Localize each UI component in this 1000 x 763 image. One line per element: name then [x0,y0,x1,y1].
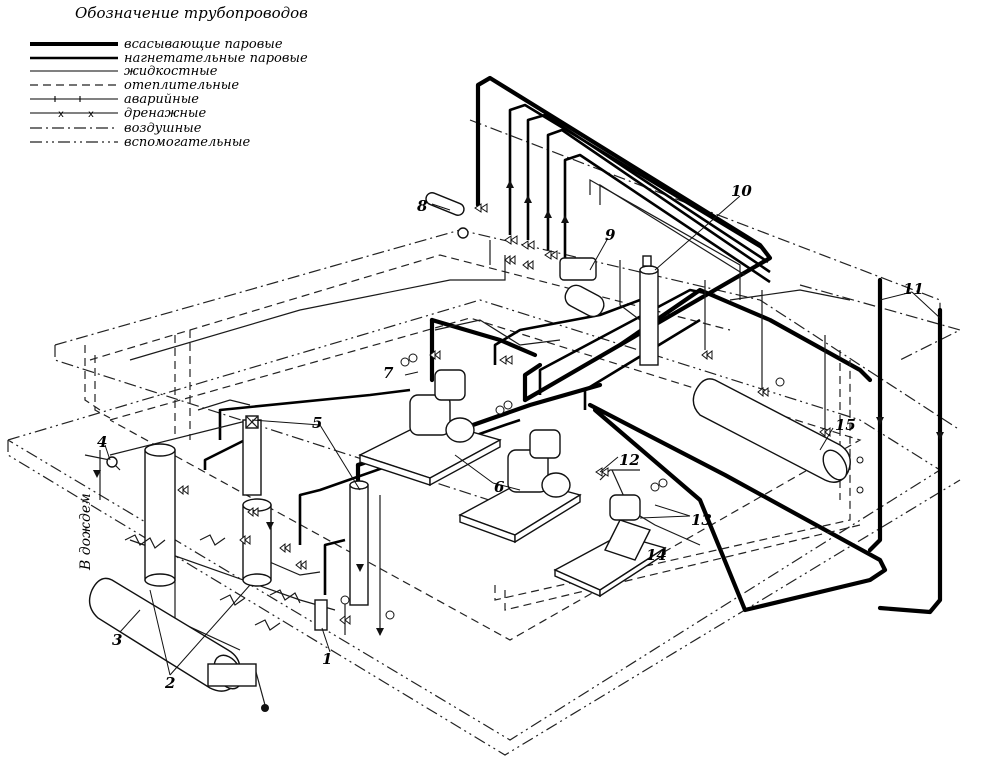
valves [177,203,831,626]
svg-text:x: x [88,109,94,120]
compressor-6b [458,429,582,544]
number-labels: 1 2 3 4 5 6 7 8 9 10 11 12 13 14 15 [97,182,924,692]
label-12: 12 [619,451,640,469]
leader-lines [104,195,941,676]
vessel-15 [692,378,851,483]
label-3: 3 [112,631,122,649]
label-7: 7 [383,364,394,382]
svg-text:x: x [58,109,64,120]
legend-swatch-drain: x x [30,109,118,120]
legend-label-discharge: нагнетательные паровые [124,51,308,66]
receiver-3 [88,577,269,712]
vessel-9 [559,257,605,318]
liquid-lines [99,178,851,651]
label-4: 4 [97,433,107,451]
gauges [340,353,864,620]
vessel-5b [349,480,369,606]
valve-station-4 [84,454,121,471]
discharge-lines [203,103,771,595]
label-9: 9 [605,226,616,244]
legend-label-heating: отеплительные [124,78,239,93]
label-2: 2 [164,674,175,692]
label-6: 6 [494,478,505,496]
coil-zigzags [124,534,301,631]
separator-10 [639,255,659,366]
label-15: 15 [835,416,856,434]
condenser-2a [144,443,176,587]
label-13: 13 [691,511,712,529]
arrows [93,180,944,636]
label-1: 1 [322,650,332,668]
compressor-6a [358,369,502,487]
legend: Обозначение трубопроводов всасывающие па… [30,4,308,150]
label-5: 5 [312,414,322,432]
legend-label-liquid: жидкостные [124,64,218,79]
legend-label-emergency: аварийные [124,92,199,107]
side-label: В дождем [78,493,94,571]
legend-title: Обозначение трубопроводов [75,4,308,22]
label-8: 8 [417,197,428,215]
compressor-14 [553,494,667,598]
vessel-1 [314,599,328,631]
legend-swatch-emergency [30,96,118,102]
label-14: 14 [646,546,667,564]
fitting-8 [425,192,469,239]
vessel-5a [242,415,262,496]
legend-label-drain: дренажные [124,106,206,121]
legend-label-air: воздушные [124,121,202,136]
legend-label-auxiliary: вспомогательные [124,135,250,150]
label-11: 11 [903,280,924,298]
legend-label-suction: всасывающие паровые [124,37,283,52]
label-10: 10 [731,182,752,200]
